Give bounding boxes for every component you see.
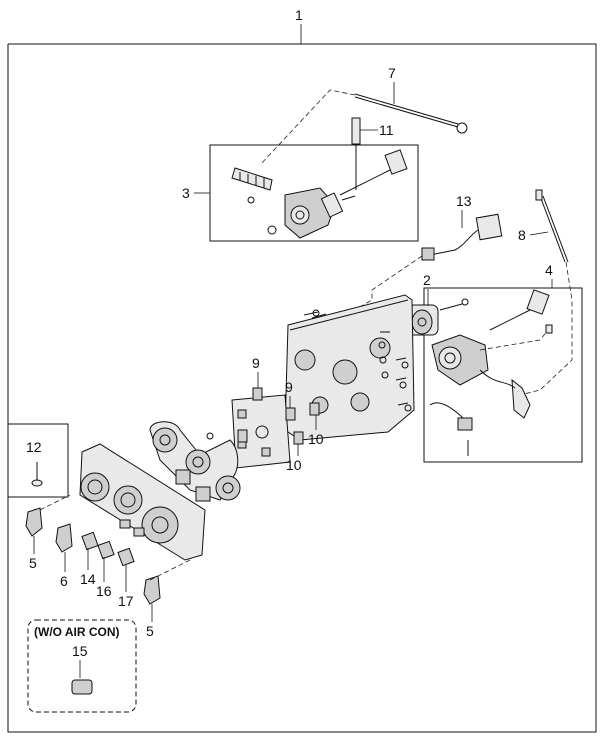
callout-16: 16	[96, 583, 112, 599]
callout-14: 14	[80, 571, 96, 587]
callout-3: 3	[182, 185, 190, 201]
bracket-11	[351, 117, 361, 190]
knob-guide-plate	[149, 421, 241, 502]
callout-5b: 5	[146, 623, 154, 639]
button-17	[117, 547, 135, 567]
callout-1: 1	[295, 7, 303, 23]
bulb-9a	[252, 387, 263, 401]
front-panel	[79, 443, 206, 561]
bulb-10c	[237, 429, 248, 443]
screws	[311, 313, 409, 406]
knob-5a	[25, 494, 71, 537]
callout-6: 6	[60, 573, 68, 589]
button-14	[81, 531, 99, 551]
actuator-motor-2	[407, 298, 469, 336]
circuit-board	[231, 394, 291, 469]
bulb-10b	[293, 431, 304, 445]
callout-10b: 10	[286, 457, 302, 473]
callout-13: 13	[456, 193, 472, 209]
callout-10a: 10	[308, 431, 324, 447]
callout-2: 2	[423, 272, 431, 288]
button-16	[97, 540, 115, 560]
cable-8	[519, 189, 573, 396]
variant-label: (W/O AIR CON)	[34, 625, 120, 639]
callout-9b: 9	[285, 379, 293, 395]
cable-7	[259, 89, 468, 166]
callout-12: 12	[26, 439, 42, 455]
control-housing	[284, 294, 415, 441]
callout-15: 15	[72, 643, 88, 659]
callout-9a: 9	[252, 355, 260, 371]
blank-cover-15	[71, 679, 93, 695]
callout-7: 7	[388, 65, 396, 81]
subassembly-box-4	[423, 287, 583, 463]
screw-12	[31, 462, 43, 487]
callout-5a: 5	[29, 555, 37, 571]
assembly-boundary	[7, 43, 597, 733]
callout-11: 11	[379, 122, 394, 138]
knob-6	[55, 523, 73, 553]
temperature-control-assembly	[429, 289, 553, 456]
bulb-9b	[285, 407, 296, 421]
bulb-10a	[309, 402, 320, 416]
mode-control-assembly	[231, 149, 408, 239]
callout-17: 17	[118, 593, 134, 609]
callout-8: 8	[518, 227, 526, 243]
callout-4: 4	[545, 262, 553, 278]
knob-5b	[143, 559, 191, 605]
